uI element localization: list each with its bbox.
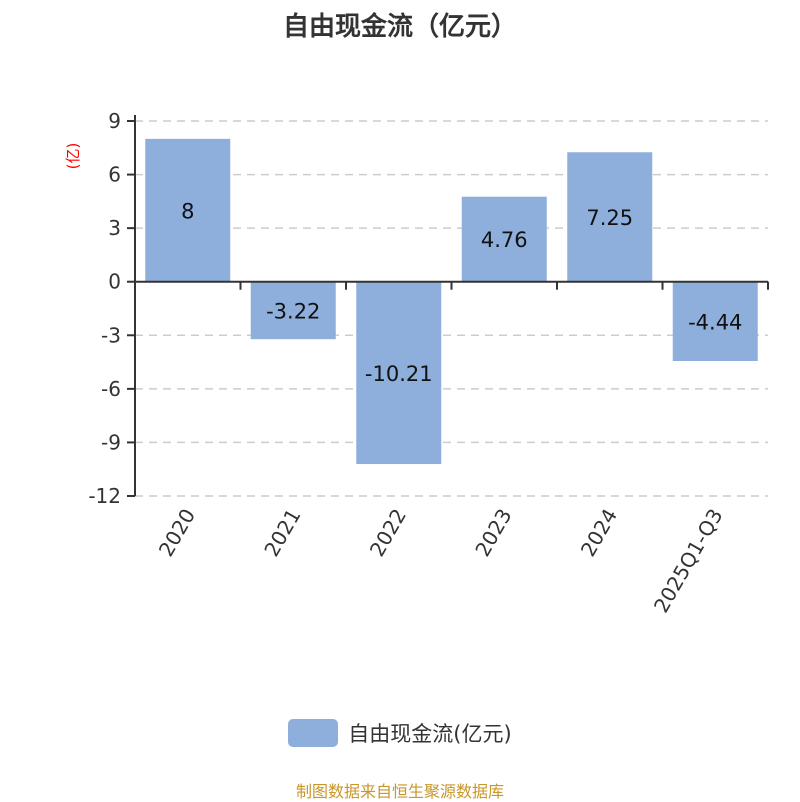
y-tick-label: 6	[108, 163, 121, 187]
x-tick-label: 2023	[470, 505, 516, 561]
chart-title: 自由现金流（亿元）	[282, 12, 517, 42]
x-tick-label: 2022	[365, 505, 411, 561]
x-tick-label: 2021	[259, 505, 305, 561]
y-tick-label: -12	[88, 484, 121, 508]
y-tick-label: -9	[101, 430, 121, 454]
bar	[567, 152, 653, 282]
source-note: 制图数据来自恒生聚源数据库	[295, 782, 504, 801]
legend[interactable]: 自由现金流(亿元)	[0, 718, 800, 748]
y-tick-label: 3	[108, 216, 121, 240]
x-tick-label: 2025Q1-Q3	[649, 505, 728, 617]
y-tick-label: -6	[101, 377, 121, 401]
x-tick-label: 2020	[154, 505, 200, 561]
bar	[672, 281, 758, 361]
legend-swatch	[288, 719, 339, 747]
y-axis-label: (亿)	[64, 143, 82, 170]
y-tick-label: -3	[101, 323, 121, 347]
bar	[250, 281, 336, 340]
bar	[145, 138, 231, 282]
legend-label: 自由现金流(亿元)	[348, 722, 512, 746]
y-tick-label: 9	[108, 109, 121, 133]
data-label: 8	[181, 199, 194, 223]
x-tick-label: 2024	[576, 505, 622, 561]
bar	[461, 196, 547, 282]
bar	[356, 281, 442, 465]
data-label: -4.44	[688, 310, 742, 334]
data-label: -10.21	[365, 362, 433, 386]
y-tick-label: 0	[108, 270, 121, 294]
data-label: -3.22	[266, 299, 320, 323]
data-label: 4.76	[481, 228, 528, 252]
data-label: 7.25	[586, 206, 633, 230]
